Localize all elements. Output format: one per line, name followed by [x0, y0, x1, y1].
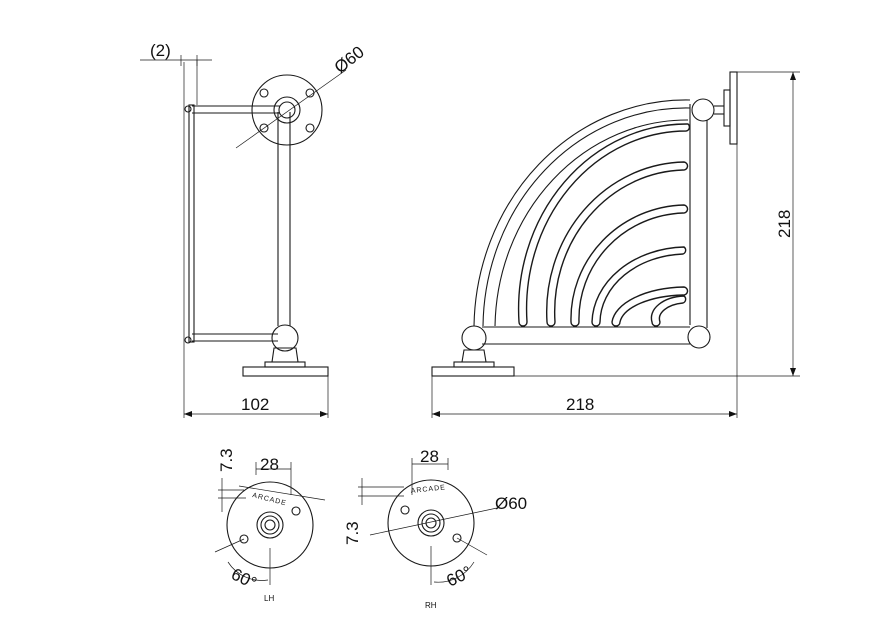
lh-brand-text: ARCADE — [252, 492, 288, 507]
lh-caption: LH — [264, 594, 274, 603]
rh-offset-label: 7.3 — [343, 521, 362, 545]
rh-brand-text: ARCADE — [410, 484, 446, 495]
rh-caption: RH — [425, 601, 437, 610]
rh-rosette-detail — [358, 458, 498, 585]
rh-angle-label: 60° — [443, 562, 474, 590]
rh-diameter-label: Ø60 — [495, 494, 527, 513]
side-view — [140, 55, 347, 418]
plan-view — [431, 71, 800, 418]
plan-width-label: 218 — [566, 395, 594, 414]
lh-width-label: 28 — [260, 455, 279, 474]
lh-rosette-detail — [214, 462, 326, 585]
rosette-diameter-label: Ø60 — [331, 42, 368, 77]
plan-height-label: 218 — [775, 210, 794, 238]
lh-offset-label: 7.3 — [217, 448, 236, 472]
side-width-label: 102 — [241, 395, 269, 414]
rh-width-label: 28 — [420, 447, 439, 466]
quantity-note: (2) — [150, 41, 171, 60]
